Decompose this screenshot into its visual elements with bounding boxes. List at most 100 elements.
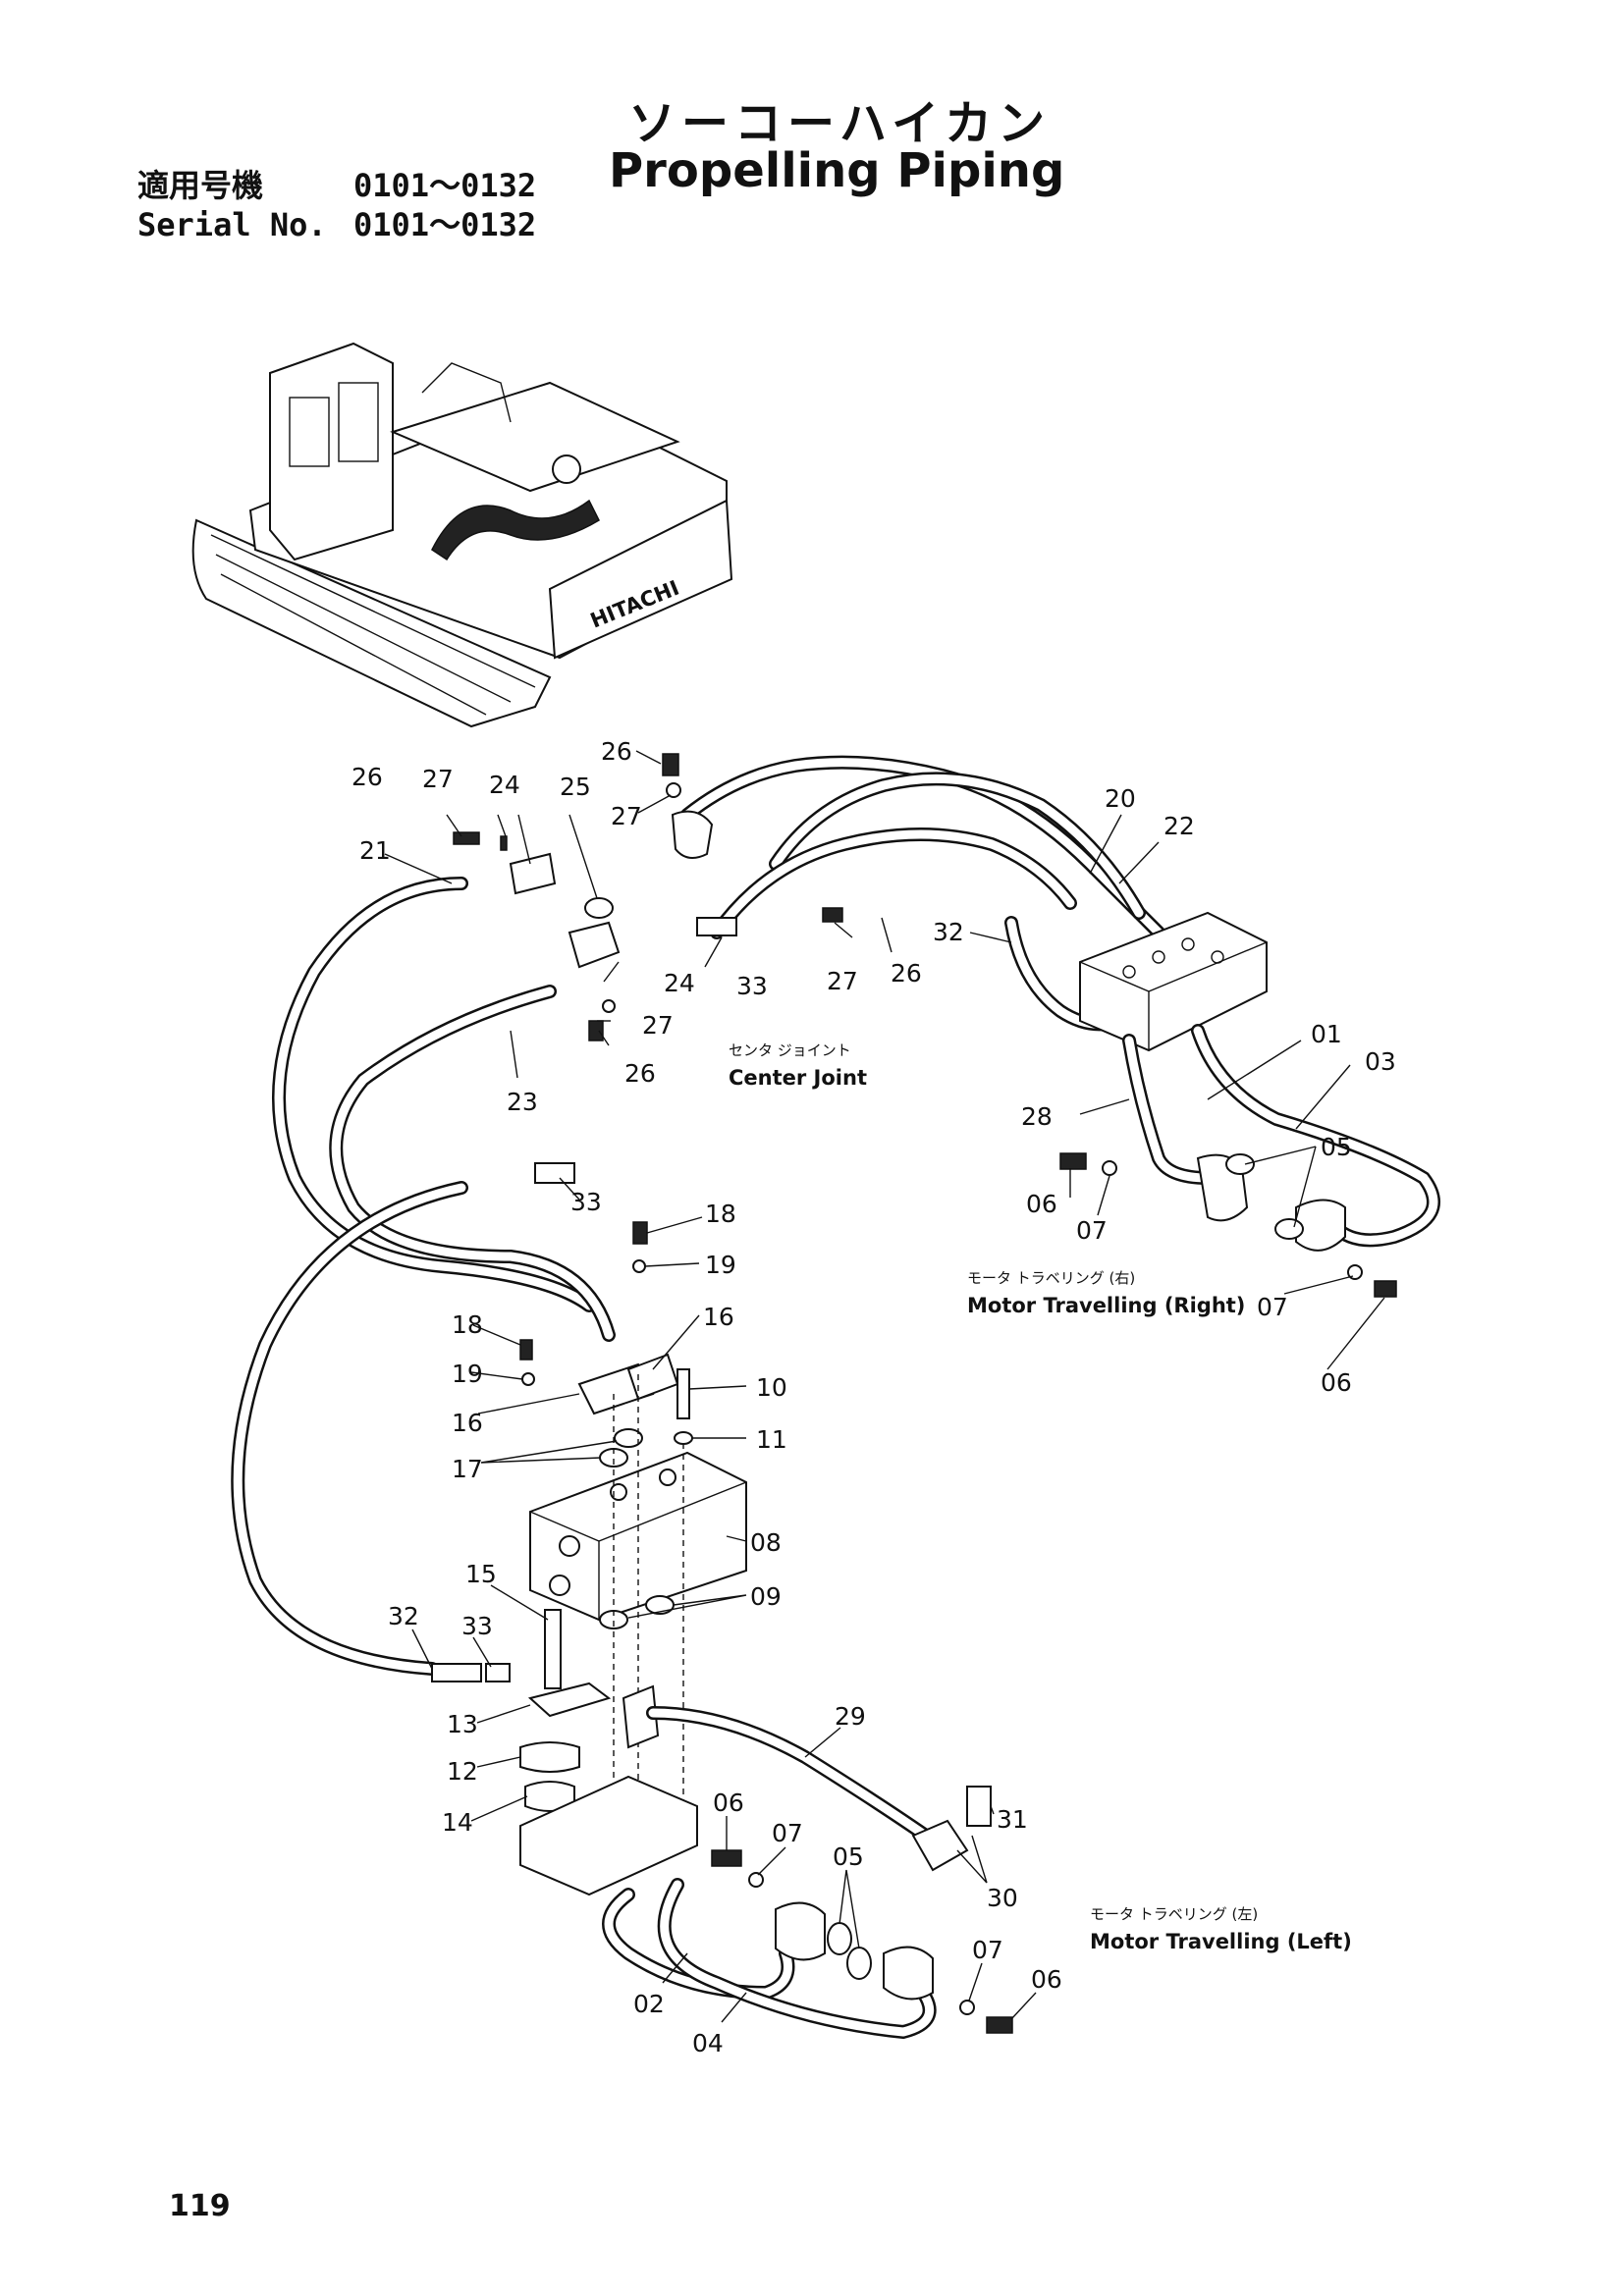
hose-end-32: [431, 1663, 482, 1682]
plate-13: [527, 1682, 612, 1718]
washer-19b: [632, 1259, 646, 1273]
bolt-18b: [632, 1221, 648, 1245]
lower-assembly: [431, 1609, 1013, 2040]
callout-19: 19: [705, 1251, 736, 1279]
flange-left-1: [775, 1901, 826, 1961]
callout-11: 11: [756, 1425, 787, 1454]
pipes-right-motor: [1059, 1024, 1440, 1298]
fitting-33-upper: [696, 917, 737, 936]
engine-cover: [390, 381, 680, 493]
title-japanese: ソーコーハイカン: [628, 96, 1052, 151]
highlighted-piping: [431, 499, 600, 561]
callout-04: 04: [692, 2029, 724, 2057]
bolt-26-top-left: [453, 831, 480, 845]
motor-right-caption-en: Motor Travelling (Right): [967, 1294, 1245, 1317]
callout-12: 12: [447, 1757, 478, 1786]
callout-30: 30: [987, 1884, 1018, 1912]
washer-27-center: [666, 782, 681, 798]
callout-32: 32: [933, 918, 964, 946]
callout-06: 06: [1031, 1965, 1062, 1994]
callout-01: 01: [1311, 1020, 1342, 1048]
counterweight: [548, 499, 733, 660]
callout-07: 07: [1076, 1216, 1108, 1245]
callout-06: 06: [713, 1789, 744, 1817]
callout-26: 26: [352, 763, 383, 791]
callout-03: 03: [1365, 1047, 1396, 1076]
callout-26: 26: [891, 959, 922, 988]
callout-06: 06: [1321, 1368, 1352, 1397]
callout-02: 02: [633, 1990, 665, 2018]
adapter-33: [485, 1663, 511, 1682]
flange-left-2: [883, 1946, 934, 2001]
serial-row-english: Serial No.0101～0132: [137, 200, 536, 245]
callout-19: 19: [452, 1360, 483, 1388]
callout-26: 26: [624, 1059, 656, 1088]
callout-20: 20: [1105, 784, 1136, 813]
upper-fittings: [453, 753, 843, 1184]
bolt-26-right: [822, 907, 843, 923]
flange-center-joint: [671, 810, 714, 859]
callout-25: 25: [560, 773, 591, 801]
boom-linkage: [421, 362, 512, 423]
rubber-12: [519, 1741, 580, 1773]
callout-15: 15: [465, 1560, 497, 1588]
callout-23: 23: [507, 1088, 538, 1116]
callout-07: 07: [1257, 1293, 1288, 1321]
callout-06: 06: [1026, 1190, 1057, 1218]
callout-10: 10: [756, 1373, 787, 1402]
callout-05: 05: [1321, 1133, 1352, 1161]
bolt-10: [676, 1368, 690, 1419]
leader-lines: [384, 750, 1385, 2023]
bolt-06a: [1059, 1152, 1087, 1170]
callout-27: 27: [611, 802, 642, 830]
callout-22: 22: [1163, 812, 1195, 840]
callout-28: 28: [1021, 1102, 1053, 1131]
callout-16: 16: [703, 1303, 734, 1331]
serial-jp-key: 適用号機: [137, 167, 264, 204]
clamp-block: [622, 1684, 660, 1749]
hose-21: [272, 877, 596, 1312]
captions: センタ ジョイント Center Joint モータ トラベリング (右) Mo…: [729, 1041, 1352, 1953]
fitting-30: [911, 1819, 969, 1872]
o-ring-05b: [1274, 1218, 1304, 1240]
bolt-31: [966, 1786, 992, 1827]
callout-07: 07: [772, 1819, 803, 1847]
o-ring-05c: [827, 1922, 852, 1955]
callout-32: 32: [388, 1602, 419, 1630]
o-ring-05a: [1225, 1153, 1255, 1175]
bolt-26-center: [662, 753, 679, 776]
motor-left-caption-jp: モータ トラベリング (左): [1090, 1905, 1258, 1923]
flange-24: [568, 921, 621, 969]
washer-07b: [1347, 1264, 1363, 1280]
serial-row-japanese: 適用号機 0101～0132: [137, 161, 536, 206]
serial-jp-value: 0101～0132: [353, 167, 537, 204]
flange-16b: [626, 1353, 679, 1401]
washer-07d: [959, 2000, 975, 2015]
washer-19a: [521, 1372, 535, 1386]
track-links: [210, 534, 536, 716]
callout-29: 29: [835, 1702, 866, 1731]
fitting-24-top: [509, 852, 557, 895]
callout-27: 27: [642, 1011, 674, 1040]
o-ring-05d: [846, 1947, 872, 1980]
center-joint-caption-jp: センタ ジョイント: [729, 1041, 851, 1059]
center-joint-caption-en: Center Joint: [729, 1066, 867, 1090]
callout-33: 33: [736, 972, 768, 1000]
callout-24: 24: [664, 969, 695, 997]
title-english: Propelling Piping: [609, 143, 1065, 198]
callout-21: 21: [359, 836, 391, 865]
callout-31: 31: [997, 1805, 1028, 1834]
callout-33: 33: [570, 1188, 602, 1216]
callout-09: 09: [750, 1582, 782, 1611]
cab-window-left: [289, 397, 330, 467]
callout-26: 26: [601, 737, 632, 766]
bolt-06b: [1374, 1280, 1397, 1298]
motor-right-caption-jp: モータ トラベリング (右): [967, 1269, 1135, 1287]
callout-27: 27: [827, 967, 858, 995]
callout-16: 16: [452, 1409, 483, 1437]
bolt-18a: [519, 1339, 533, 1361]
callout-17: 17: [452, 1455, 483, 1483]
callout-18: 18: [705, 1200, 736, 1228]
callout-07: 07: [972, 1936, 1003, 1964]
